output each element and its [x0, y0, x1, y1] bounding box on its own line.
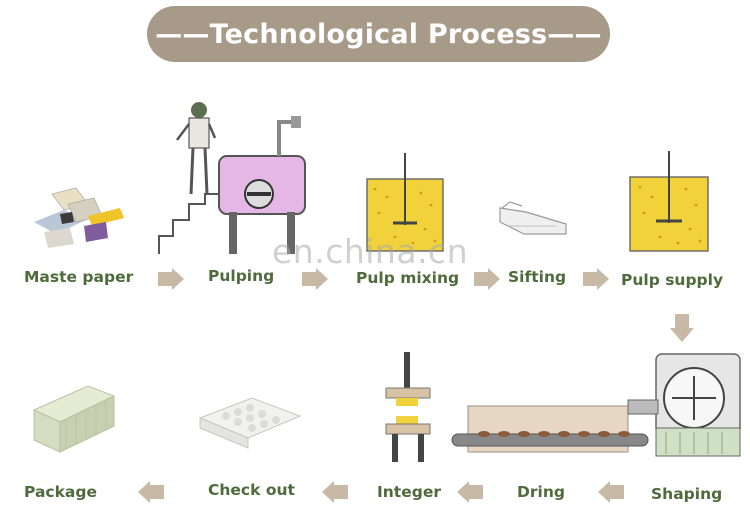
- arrow-left-icon: [457, 481, 483, 503]
- step-label-dring: Dring: [517, 483, 565, 501]
- step-label-sifting: Sifting: [508, 268, 567, 286]
- egg-tray-icon: [198, 397, 302, 449]
- molding-machine-icon: [627, 353, 741, 457]
- watermark: en.china.cn: [272, 232, 469, 271]
- drying-line-icon: [451, 405, 649, 453]
- sifting-screen-icon: [499, 201, 567, 235]
- step-label-package: Package: [24, 483, 97, 501]
- waste-paper-icon: [34, 187, 124, 248]
- arrow-left-icon: [138, 481, 164, 503]
- step-label-integer: Integer: [377, 483, 441, 501]
- arrow-right-icon: [158, 268, 184, 290]
- arrow-left-icon: [322, 481, 348, 503]
- arrow-right-icon: [302, 268, 328, 290]
- mixing-tank-icon: [366, 153, 444, 252]
- arrow-down-icon: [670, 314, 694, 342]
- step-label-pulp-supply: Pulp supply: [621, 271, 724, 289]
- step-label-shaping: Shaping: [651, 485, 723, 503]
- step-label-pulping: Pulping: [208, 267, 275, 285]
- arrow-left-icon: [598, 481, 624, 503]
- supply-tank-icon: [629, 151, 709, 252]
- arrow-right-icon: [474, 268, 500, 290]
- package-bundle-icon: [32, 385, 116, 453]
- press-icon: [385, 352, 431, 462]
- step-label-maste-paper: Maste paper: [24, 268, 134, 286]
- title-banner: ——Technological Process——: [147, 6, 610, 62]
- page-title: ——Technological Process——: [155, 18, 602, 50]
- step-label-pulp-mixing: Pulp mixing: [356, 269, 460, 287]
- step-label-check-out: Check out: [208, 481, 295, 499]
- pulping-tank-icon: [158, 102, 306, 254]
- arrow-right-icon: [583, 268, 609, 290]
